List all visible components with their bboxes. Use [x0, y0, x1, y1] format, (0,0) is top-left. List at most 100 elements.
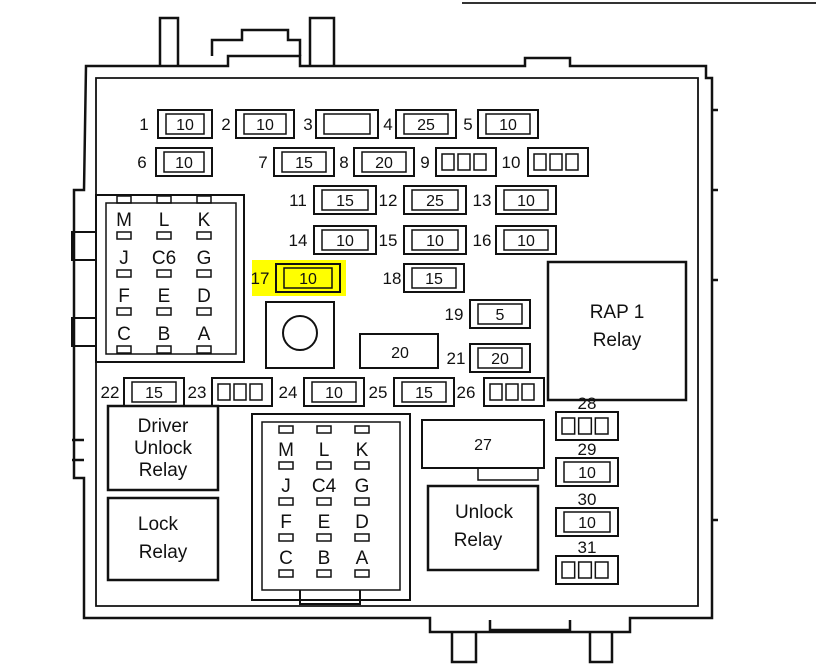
- fuse-18-element: [411, 267, 457, 289]
- driver-unlock-relay: Driver Unlock Relay: [106, 404, 220, 492]
- fuse-11-label: 11: [289, 191, 307, 210]
- fuse-14-element: [321, 229, 369, 251]
- c6-pin-slot: [156, 231, 172, 240]
- fuse-27-maxi: 27: [421, 419, 545, 481]
- c6-pin-j: J: [119, 248, 129, 269]
- fuse-1-label: 1: [139, 115, 148, 134]
- c4-connector-housing: [251, 413, 411, 605]
- fuse-23-body: [211, 377, 273, 407]
- fuse-9-terminal: [441, 153, 455, 171]
- fuse-14-rating: 10: [336, 233, 354, 250]
- fuse-10: 10: [502, 147, 589, 177]
- c6-pin-slot: [116, 345, 132, 354]
- fuse-16-body: [495, 225, 557, 255]
- fuse-16-element: [503, 229, 549, 251]
- fuse-21-label: 21: [447, 349, 466, 368]
- fuse-17-rating: 10: [299, 271, 317, 288]
- c4-pin-slot: [354, 533, 370, 542]
- c6-pin-slot: [116, 231, 132, 240]
- fuse-2-body: [235, 109, 295, 139]
- fuse-13-body: [495, 185, 557, 215]
- c6-pin-slot: [196, 345, 212, 354]
- fuse-17-body: [275, 263, 341, 293]
- c6-connector-housing: [71, 194, 245, 363]
- c4-pin-d: D: [355, 512, 369, 533]
- c4-pin-c: C: [279, 548, 293, 569]
- fuse-26-label: 26: [457, 383, 476, 402]
- fuse-30-rating: 10: [578, 515, 596, 532]
- fuse-23-terminal: [217, 383, 231, 401]
- fuse-12-element: [411, 189, 459, 211]
- c4-pin-slot: [278, 461, 294, 470]
- c4-pin-slot: [316, 425, 332, 434]
- c4-pin-l: L: [319, 440, 330, 461]
- c6-pin-m: M: [116, 210, 132, 231]
- fuse-25-label: 25: [369, 383, 388, 402]
- fuse-18-label: 18: [383, 269, 402, 288]
- fuse-1-body: [157, 109, 213, 139]
- c6-pin-slot: [196, 231, 212, 240]
- fuse-8-body: [353, 147, 415, 177]
- fuse-25-element: [401, 381, 447, 403]
- c4-pin-slot: [278, 569, 294, 578]
- fuse-3-label: 3: [303, 115, 312, 134]
- c6-pin-f: F: [118, 286, 130, 307]
- fuse-7-label: 7: [258, 153, 267, 172]
- c6-pin-slot: [156, 307, 172, 316]
- fuse-31: 31: [555, 538, 619, 585]
- fuse-10-terminal: [549, 153, 563, 171]
- c4-pin-slot: [354, 461, 370, 470]
- fuse-24-label: 24: [279, 383, 298, 402]
- c6-pin-k: K: [198, 210, 211, 231]
- fuse-22-rating: 15: [145, 385, 163, 402]
- c4-pin-slot: [316, 497, 332, 506]
- fuse-5-label: 5: [463, 115, 472, 134]
- c6-pin-c: C: [117, 324, 131, 345]
- c6-pin-a: A: [198, 324, 211, 345]
- c4-pin-slot: [354, 497, 370, 506]
- fuse-26-body: [483, 377, 545, 407]
- fuse-28-body: [555, 411, 619, 441]
- lock-relay-line1: Lock: [138, 514, 179, 535]
- fuse-19-body: [469, 299, 531, 329]
- fuse-9-terminal: [457, 153, 471, 171]
- fuse-10-terminal: [565, 153, 579, 171]
- fuse-9-label: 9: [420, 153, 429, 172]
- fuse-19: 519: [445, 299, 531, 329]
- fuse-31-terminal: [577, 561, 593, 579]
- c4-pin-slot: [316, 569, 332, 578]
- fuse-8-label: 8: [339, 153, 348, 172]
- c4-pin-slot: [316, 533, 332, 542]
- round-socket: [265, 301, 335, 369]
- fuse-3-body: [315, 109, 379, 139]
- fuse-30-body: [555, 507, 619, 537]
- lock-relay: Lock Relay: [106, 496, 220, 582]
- fuse-24-rating: 10: [325, 385, 343, 402]
- fuse-19-element: [477, 303, 523, 325]
- fuse-13-element: [503, 189, 549, 211]
- fuse-4-rating: 25: [417, 117, 435, 134]
- fuse-20-rating: 20: [391, 345, 409, 362]
- fuse-18-rating: 15: [425, 271, 443, 288]
- fuse-2: 102: [221, 109, 295, 139]
- c4-pin-a: A: [356, 548, 369, 569]
- c4-pin-f: F: [280, 512, 292, 533]
- fuse-29-label: 29: [578, 440, 597, 459]
- c6-pin-b: B: [158, 324, 171, 345]
- c4-pin-m: M: [278, 440, 294, 461]
- fuse-9-body: [435, 147, 497, 177]
- fuse-31-terminal: [594, 561, 609, 579]
- fuse-15-element: [411, 229, 459, 251]
- c4-pin-slot: [354, 569, 370, 578]
- fuse-24-element: [311, 381, 357, 403]
- fuse-1-element: [165, 113, 205, 135]
- fuse-13-rating: 10: [517, 193, 535, 210]
- fuse-7-rating: 15: [295, 155, 313, 172]
